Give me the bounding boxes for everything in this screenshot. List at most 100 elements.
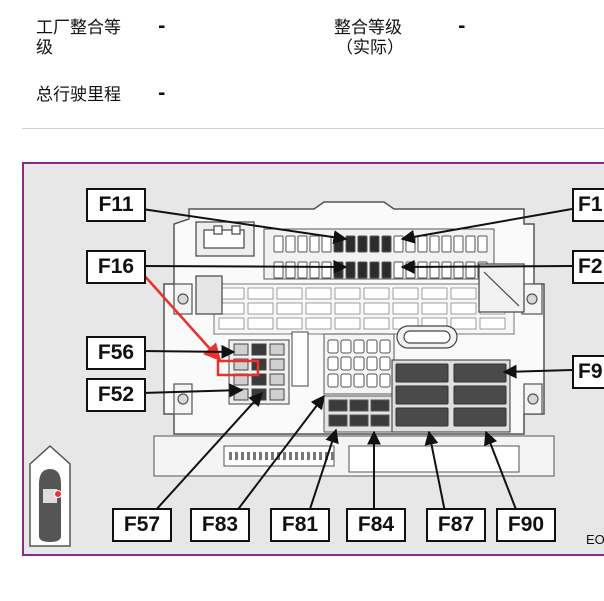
- fuse-box-diagram: F11 F1 F16 F2 F56 F9 F52 F57 F83 F81 F84…: [22, 162, 604, 556]
- top-fuse: [429, 261, 440, 279]
- mounting-tabs: [173, 283, 543, 415]
- left-fuse: [251, 343, 267, 356]
- connector-pin: [259, 452, 262, 460]
- factory-grade-label-line1: 工厂整合等: [36, 18, 121, 38]
- top-fuse: [345, 261, 356, 279]
- top-fuse: [357, 235, 368, 253]
- top-fuse: [465, 261, 476, 279]
- mileage-label: 总行驶里程: [36, 85, 121, 105]
- relay: [395, 385, 449, 405]
- top-connector: [195, 221, 255, 257]
- grid-cell: [363, 302, 390, 315]
- top-fuse: [369, 261, 380, 279]
- top-fuse: [273, 261, 284, 279]
- center-fuse: [353, 356, 365, 371]
- center-fuse: [379, 373, 391, 388]
- section-divider: [22, 128, 604, 129]
- center-fuse-block: [323, 333, 415, 433]
- callout-f90: F90: [496, 508, 556, 542]
- actual-grade-label: 整合等级 （实际）: [334, 18, 404, 58]
- connector-pin: [271, 452, 274, 460]
- right-component: [478, 263, 525, 313]
- grid-cell: [334, 317, 361, 330]
- center-fuse: [340, 356, 352, 371]
- grid-cell: [305, 302, 332, 315]
- connector-pin: [289, 452, 292, 460]
- grid-cell: [247, 317, 274, 330]
- top-fuse: [477, 235, 488, 253]
- center-fuse: [353, 373, 365, 388]
- top-fuse: [429, 235, 440, 253]
- top-fuse: [333, 261, 344, 279]
- actual-grade-label-line2: （实际）: [336, 38, 404, 58]
- left-relay: [195, 275, 223, 315]
- top-fuse: [357, 261, 368, 279]
- grid-cell: [276, 302, 303, 315]
- actual-grade-value: -: [458, 16, 466, 37]
- grid-cell: [218, 317, 245, 330]
- top-fuse: [285, 235, 296, 253]
- lower-fuse: [328, 399, 348, 412]
- grid-cell: [479, 317, 506, 330]
- callout-f56: F56: [86, 336, 146, 370]
- lower-fuse: [328, 414, 348, 427]
- connector-pin: [265, 452, 268, 460]
- connector-pin: [235, 452, 238, 460]
- mileage-value: -: [158, 83, 166, 104]
- lower-fuse: [349, 414, 369, 427]
- top-fuse: [297, 235, 308, 253]
- top-fuse: [393, 235, 404, 253]
- left-fuse: [269, 373, 285, 386]
- grid-cell: [421, 302, 448, 315]
- callout-f2: F2: [572, 250, 604, 284]
- center-fuse: [340, 373, 352, 388]
- grid-cell: [421, 287, 448, 300]
- connector-pin: [301, 452, 304, 460]
- grid-cell: [392, 302, 419, 315]
- relay: [453, 385, 507, 405]
- connector-pin: [331, 452, 334, 460]
- grid-cell: [305, 287, 332, 300]
- connector-pin: [307, 452, 310, 460]
- top-fuse: [453, 261, 464, 279]
- f16-highlight: [133, 263, 260, 377]
- relay: [453, 407, 507, 427]
- center-fuse: [327, 356, 339, 371]
- relay: [395, 363, 449, 383]
- vehicle-location-icon: [29, 444, 71, 547]
- top-fuse: [453, 235, 464, 253]
- grid-cell: [247, 302, 274, 315]
- top-fuse: [393, 261, 404, 279]
- grid-cell: [247, 287, 274, 300]
- top-fuse: [381, 261, 392, 279]
- callout-f57: F57: [112, 508, 172, 542]
- callout-f87: F87: [426, 508, 486, 542]
- grid-cell: [450, 302, 477, 315]
- connector-pin: [241, 452, 244, 460]
- left-fuse: [269, 358, 285, 371]
- callout-f81: F81: [270, 508, 330, 542]
- callout-f52: F52: [86, 378, 146, 412]
- grid-cell: [218, 287, 245, 300]
- relay: [453, 363, 507, 383]
- lower-fuse: [370, 399, 390, 412]
- connector-pin: [313, 452, 316, 460]
- connector-pin: [229, 452, 232, 460]
- center-fuse: [366, 356, 378, 371]
- top-fuse: [345, 235, 356, 253]
- top-fuse: [321, 235, 332, 253]
- top-fuse: [417, 261, 428, 279]
- top-fuse: [441, 261, 452, 279]
- center-fuse: [379, 356, 391, 371]
- leader-lines: [141, 208, 573, 513]
- callout-f84: F84: [346, 508, 406, 542]
- grid-cell: [392, 287, 419, 300]
- bottom-connectors: [153, 435, 555, 477]
- callout-f9: F9: [572, 355, 604, 389]
- top-fuse: [417, 235, 428, 253]
- left-fuse-strip: [291, 331, 309, 387]
- connector-pin: [319, 452, 322, 460]
- center-fuse: [340, 339, 352, 354]
- center-fuse: [327, 339, 339, 354]
- relay-block: [391, 359, 511, 433]
